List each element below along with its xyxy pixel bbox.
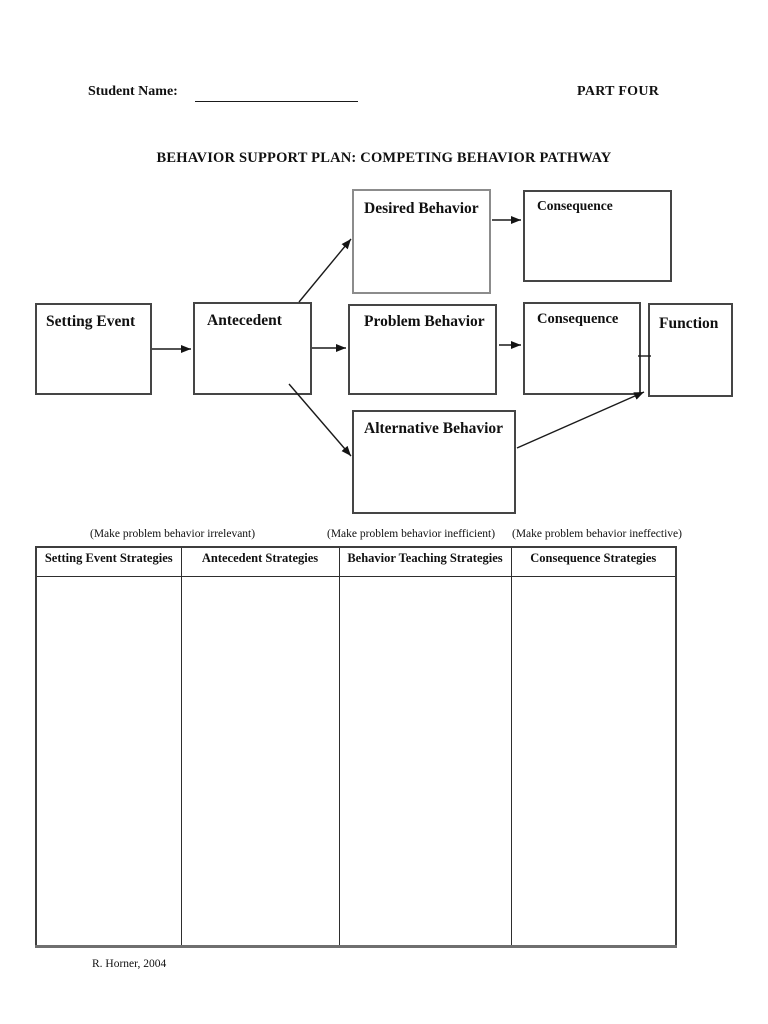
- consequence-desired-label: Consequence: [537, 198, 613, 213]
- function-label: Function: [659, 315, 719, 332]
- strategies-header-row: Setting Event Strategies Antecedent Stra…: [36, 547, 676, 577]
- behavior-teaching-strategies-cell[interactable]: [339, 576, 512, 947]
- col-header-consequence-strategies: Consequence Strategies: [511, 547, 676, 577]
- page-title: BEHAVIOR SUPPORT PLAN: COMPETING BEHAVIO…: [156, 150, 612, 166]
- col-header-setting-event-strategies: Setting Event Strategies: [36, 547, 182, 577]
- antecedent-label: Antecedent: [207, 312, 282, 329]
- author-credit: R. Horner, 2004: [92, 958, 167, 970]
- alternative-behavior-label: Alternative Behavior: [364, 420, 504, 437]
- antecedent-strategies-cell[interactable]: [181, 576, 340, 947]
- consequence-problem-label: Consequence: [537, 311, 619, 327]
- desired-behavior-box: Desired Behavior: [352, 189, 491, 294]
- col-header-antecedent-strategies: Antecedent Strategies: [181, 547, 340, 577]
- setting-event-label: Setting Event: [46, 313, 136, 330]
- antecedent-box: Antecedent: [193, 302, 312, 395]
- note-make-problem-ineffective: (Make problem behavior ineffective): [512, 528, 682, 540]
- setting-event-box: Setting Event: [35, 303, 152, 395]
- strategies-entry-row: [36, 576, 676, 947]
- consequence-strategies-cell[interactable]: [511, 577, 676, 947]
- arrow-alternative-to-function: [516, 391, 645, 449]
- consequence-desired-box: Consequence: [523, 190, 672, 282]
- consequence-problem-box: Consequence: [523, 302, 641, 395]
- desired-behavior-label: Desired Behavior: [364, 200, 479, 217]
- arrow-antecedent-to-desired: [298, 238, 352, 303]
- note-make-problem-inefficient: (Make problem behavior inefficient): [327, 528, 496, 540]
- student-name-blank-field[interactable]: [195, 84, 358, 102]
- function-box: Function: [648, 303, 733, 397]
- strategies-table: Setting Event Strategies Antecedent Stra…: [35, 546, 677, 948]
- note-make-problem-irrelevant: (Make problem behavior irrelevant): [90, 528, 256, 540]
- part-four-label: PART FOUR: [577, 84, 660, 99]
- problem-behavior-label: Problem Behavior: [364, 313, 485, 330]
- problem-behavior-box: Problem Behavior: [348, 304, 497, 395]
- setting-event-strategies-cell[interactable]: [36, 576, 182, 947]
- col-header-behavior-teaching-strategies: Behavior Teaching Strategies: [339, 547, 512, 577]
- alternative-behavior-box: Alternative Behavior: [352, 410, 516, 514]
- student-name-label: Student Name:: [88, 84, 178, 99]
